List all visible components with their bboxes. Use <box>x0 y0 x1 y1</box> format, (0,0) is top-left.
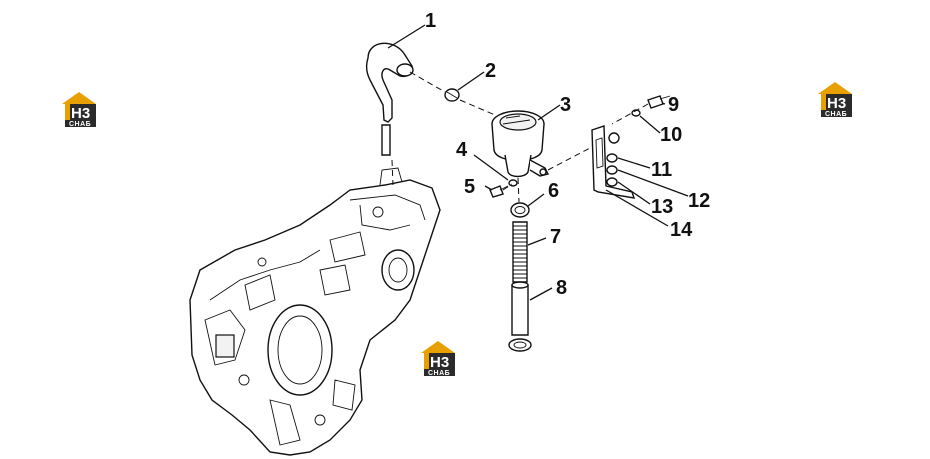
logo-watermark-right: H3 CHAБ <box>818 82 852 118</box>
part-11-washer <box>606 153 618 163</box>
callout-14: 14 <box>670 219 693 241</box>
part-3-breather <box>491 110 550 178</box>
part-7-hose <box>512 221 528 283</box>
part-5-bolt <box>489 185 509 198</box>
logo-caption: CHAБ <box>69 121 91 128</box>
logo-roof-icon <box>818 82 852 94</box>
part-9-bolt <box>647 95 671 109</box>
part-12-washer <box>606 165 618 175</box>
callout-11: 11 <box>651 159 672 181</box>
part-6-clamp <box>510 202 530 218</box>
callout-10: 10 <box>660 124 682 146</box>
callout-1: 1 <box>425 10 436 32</box>
part-2-clamp <box>444 88 460 102</box>
assembly-line-5-4 <box>502 183 513 191</box>
callout-7: 7 <box>550 226 561 248</box>
logo-mark: H3 <box>71 105 90 122</box>
callout-numbers: 1 2 3 4 5 6 7 8 9 10 11 12 13 14 <box>425 10 710 299</box>
part-4-washer <box>508 179 518 187</box>
part-14-bracket <box>591 125 636 199</box>
logo-caption: CHAБ <box>825 111 847 118</box>
callout-12: 12 <box>688 190 710 212</box>
logo-watermark-left: H3 CHAБ <box>62 92 96 128</box>
part-13-nut <box>606 177 618 187</box>
callout-8: 8 <box>556 277 567 299</box>
callout-5: 5 <box>464 176 475 198</box>
logo-mark: H3 <box>827 95 846 112</box>
logo-roof-icon <box>62 92 96 104</box>
assembly-line-1-2 <box>409 71 446 93</box>
logo-watermark-center: H3 CHAБ <box>421 341 455 377</box>
callout-4: 4 <box>456 139 468 161</box>
assembly-line-3-6 <box>517 177 520 203</box>
part-8-pipe <box>508 281 532 352</box>
assembly-line-3-bracket <box>547 147 591 171</box>
callout-6: 6 <box>548 180 559 202</box>
logo-roof-icon <box>421 341 455 353</box>
callout-3: 3 <box>560 94 571 116</box>
callout-2: 2 <box>485 60 496 82</box>
logo-caption: CHAБ <box>428 370 450 377</box>
callout-9: 9 <box>668 94 679 116</box>
assembly-line-9-bracket <box>611 103 649 125</box>
assembly-line-2-3 <box>459 99 496 116</box>
logo-mark: H3 <box>430 354 449 371</box>
gear-housing <box>189 167 441 456</box>
leader-lines <box>387 24 689 301</box>
callout-13: 13 <box>651 196 673 218</box>
part-1-tube <box>365 42 414 186</box>
